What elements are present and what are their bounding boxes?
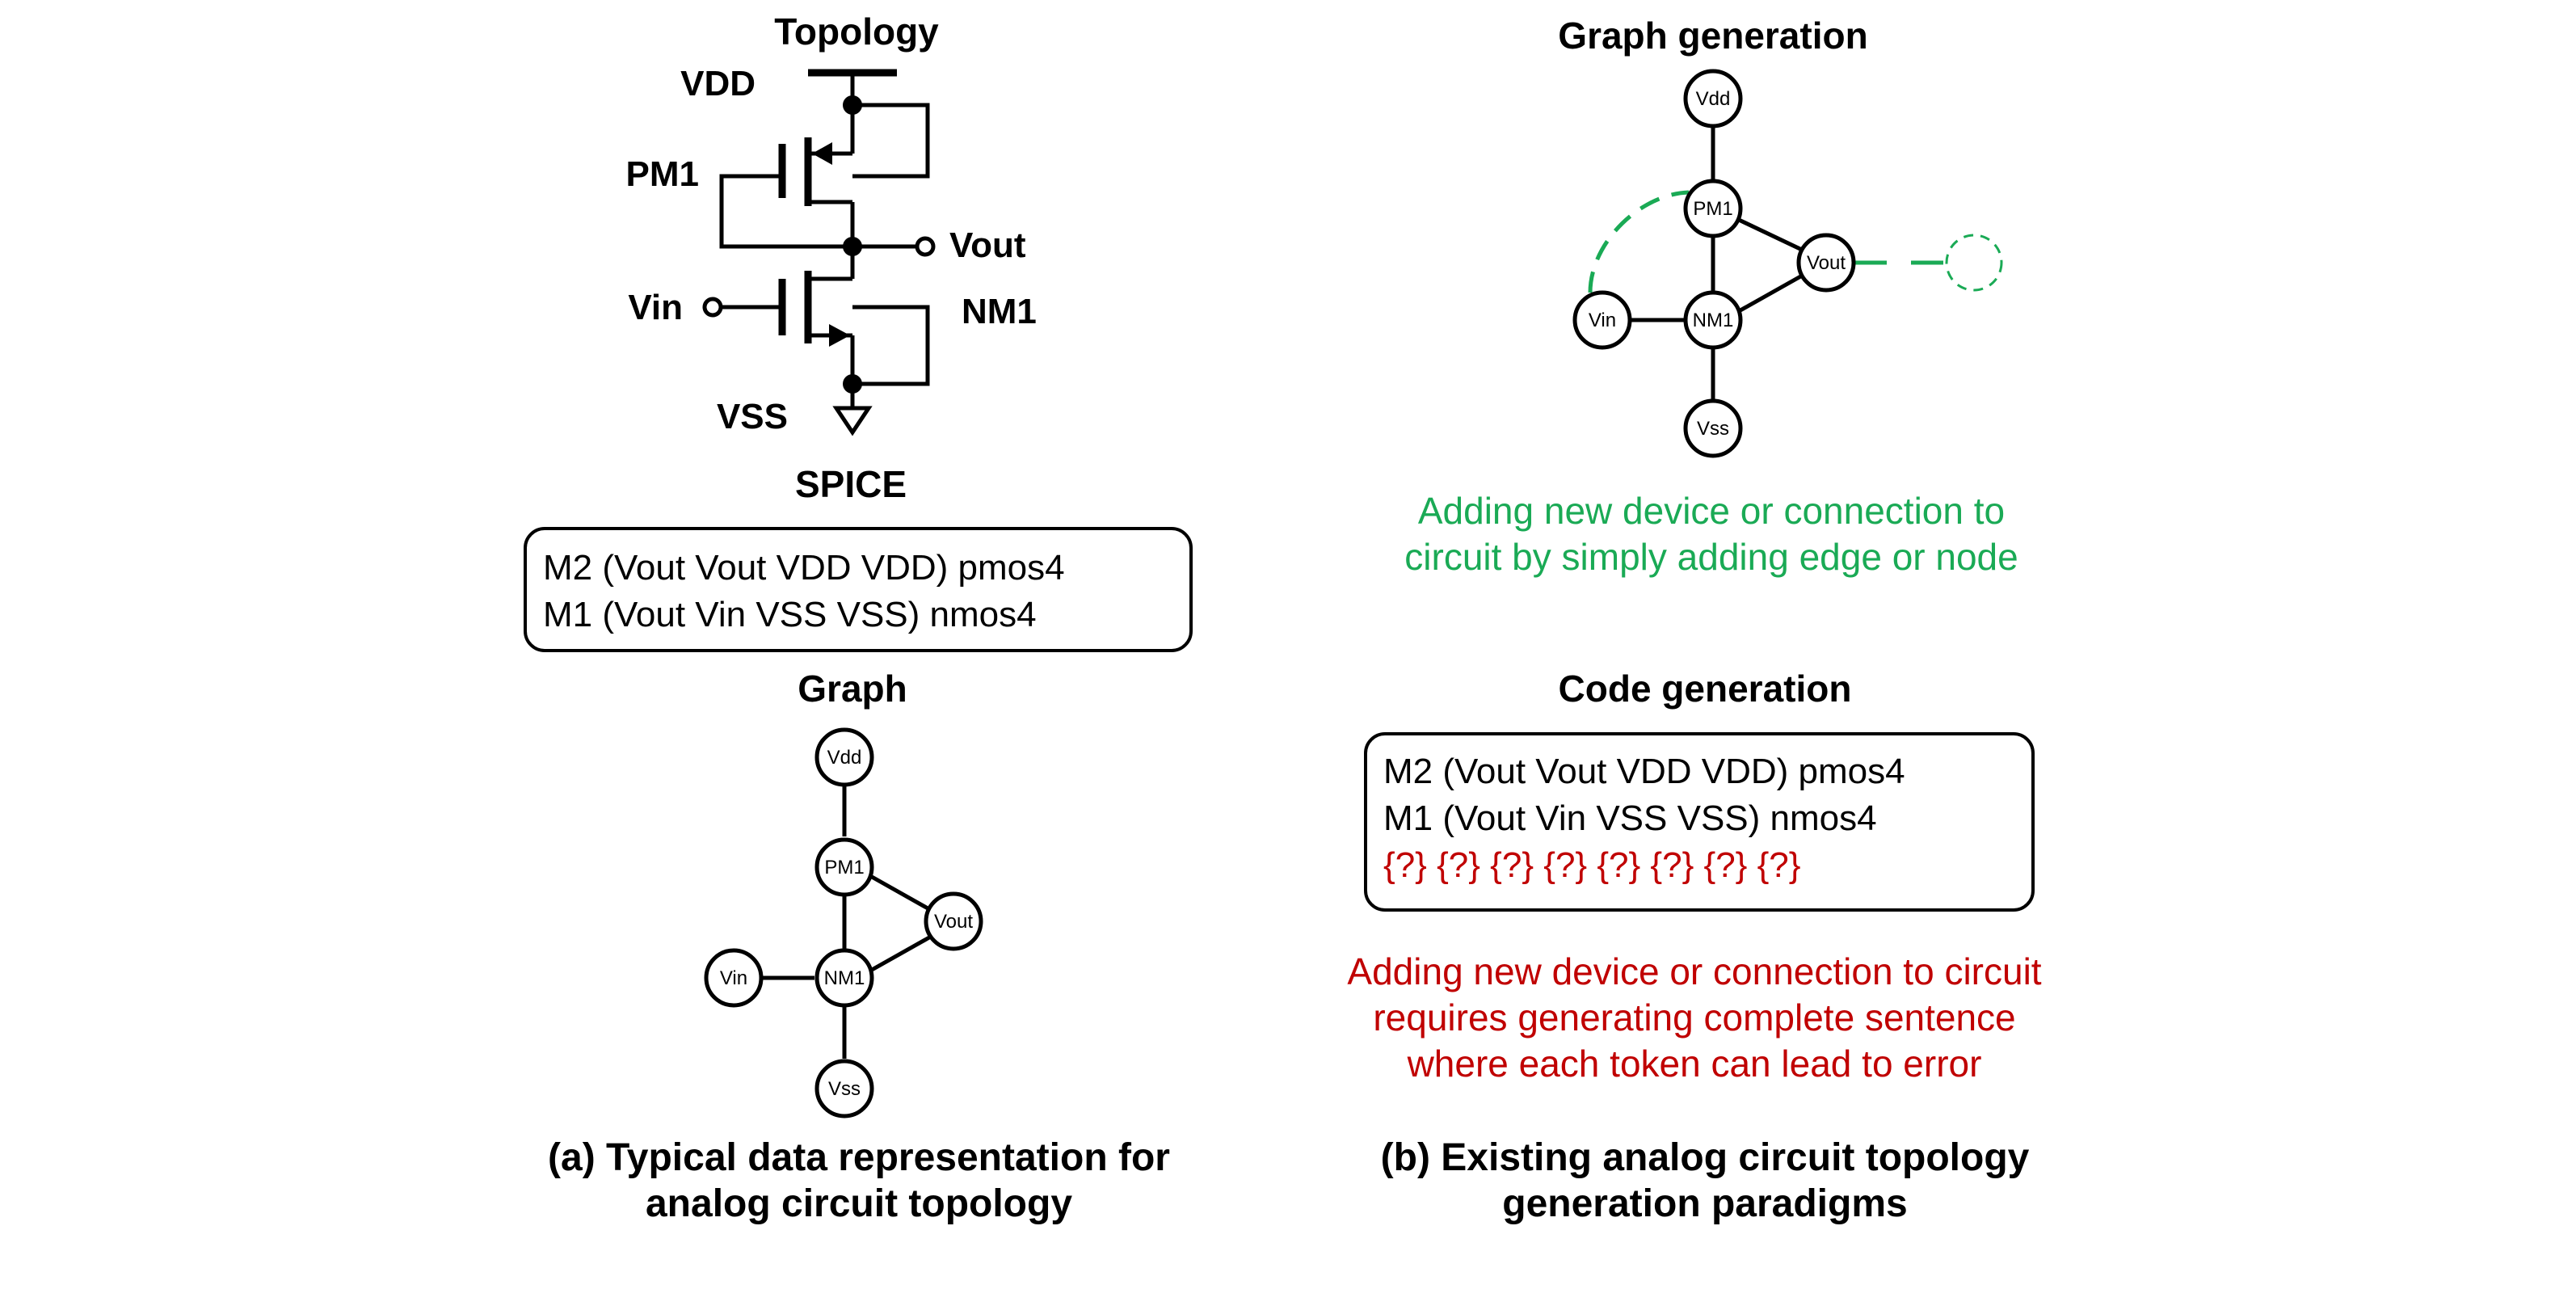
code-gen-box: M2 (Vout Vout VDD VDD) pmos4 M1 (Vout Vi…: [1364, 732, 2035, 912]
vss-ground: [832, 406, 873, 436]
junction-dot: [843, 374, 862, 394]
code-line: M1 (Vout Vin VSS VSS) nmos4: [1383, 798, 1877, 838]
node-vss: [814, 1059, 874, 1119]
new-edge-dashed: [1588, 190, 1690, 293]
edge-nm1-vout: [870, 935, 931, 972]
node-vin-label: Vin: [1589, 310, 1616, 331]
node-pm1-label: PM1: [824, 857, 864, 878]
spice-line: M2 (Vout Vout VDD VDD) pmos4: [543, 548, 1065, 588]
node-vin: [704, 948, 764, 1008]
node-vout: [924, 891, 983, 951]
spice-code-box: M2 (Vout Vout VDD VDD) pmos4 M1 (Vout Vi…: [524, 527, 1193, 652]
node-vss-label: Vss: [1697, 418, 1729, 440]
graph-gen-note-line2: circuit by simply adding edge or node: [1404, 536, 2018, 578]
vss-label: VSS: [717, 397, 788, 436]
node-vout-label: Vout: [934, 911, 973, 933]
spice-title: SPICE: [795, 463, 907, 505]
caption-a-line1: (a) Typical data representation for: [548, 1136, 1170, 1179]
graph-gen-note-line1: Adding new device or connection to: [1418, 490, 2005, 532]
code-unknown-tokens: {?} {?} {?} {?} {?} {?} {?} {?}: [1383, 845, 1801, 885]
node-vdd: [1683, 69, 1743, 128]
node-vout-label: Vout: [1807, 252, 1846, 274]
edge-nm1-vout: [1737, 272, 1805, 314]
nm1-label: NM1: [962, 292, 1037, 331]
node-vin-label: Vin: [720, 967, 747, 989]
node-vss-label: Vss: [828, 1078, 861, 1100]
node-vdd-label: Vdd: [827, 747, 862, 769]
node-vdd: [814, 727, 874, 787]
node-nm1-label: NM1: [824, 967, 865, 989]
pm1-label: PM1: [626, 154, 699, 194]
nm1-body-wire: [852, 305, 930, 386]
node-pm1: [814, 837, 874, 897]
node-nm1-label: NM1: [1693, 310, 1734, 331]
vout-terminal: [915, 236, 936, 257]
edge-pm1-vout: [1737, 217, 1805, 253]
spice-line: M1 (Vout Vin VSS VSS) nmos4: [543, 595, 1037, 634]
junction-dot: [843, 237, 862, 256]
graph-a: [762, 765, 931, 1059]
new-node-dashed: [1945, 234, 2003, 292]
graph-gen-title: Graph generation: [1558, 15, 1867, 57]
caption-a-line2: analog circuit topology: [646, 1182, 1072, 1225]
code-line: M2 (Vout Vout VDD VDD) pmos4: [1383, 752, 1905, 791]
pm1-arrow: [812, 142, 832, 165]
vin-terminal: [702, 297, 723, 318]
graph-b: [1631, 125, 1805, 400]
nm1-arrow: [829, 324, 850, 347]
node-pm1: [1683, 179, 1743, 238]
vdd-label: VDD: [680, 64, 756, 103]
node-nm1: [1683, 290, 1743, 350]
node-vin: [1572, 290, 1632, 350]
graph-title: Graph: [798, 668, 907, 710]
edge-pm1-vout: [870, 874, 931, 912]
code-gen-note-line3: where each token can lead to error: [1407, 1043, 1982, 1085]
caption-b-line1: (b) Existing analog circuit topology: [1381, 1136, 2030, 1179]
node-pm1-label: PM1: [1693, 198, 1732, 220]
code-gen-note-line2: requires generating complete sentence: [1373, 996, 2015, 1038]
junction-dot: [843, 95, 862, 115]
caption-b-line2: generation paradigms: [1502, 1182, 1907, 1225]
node-vdd-label: Vdd: [1696, 88, 1731, 110]
topology-title: Topology: [774, 11, 939, 53]
code-gen-note-line1: Adding new device or connection to circu…: [1347, 950, 2041, 992]
vout-label: Vout: [949, 225, 1026, 265]
node-nm1: [814, 948, 874, 1008]
node-vout: [1796, 233, 1856, 293]
node-vss: [1683, 398, 1743, 458]
vin-label: Vin: [628, 288, 683, 327]
code-gen-title: Code generation: [1559, 668, 1852, 710]
circuit-schematic: [702, 69, 936, 436]
pm1-gate-feedback: [719, 174, 852, 249]
pm1-body-wire: [852, 103, 930, 179]
